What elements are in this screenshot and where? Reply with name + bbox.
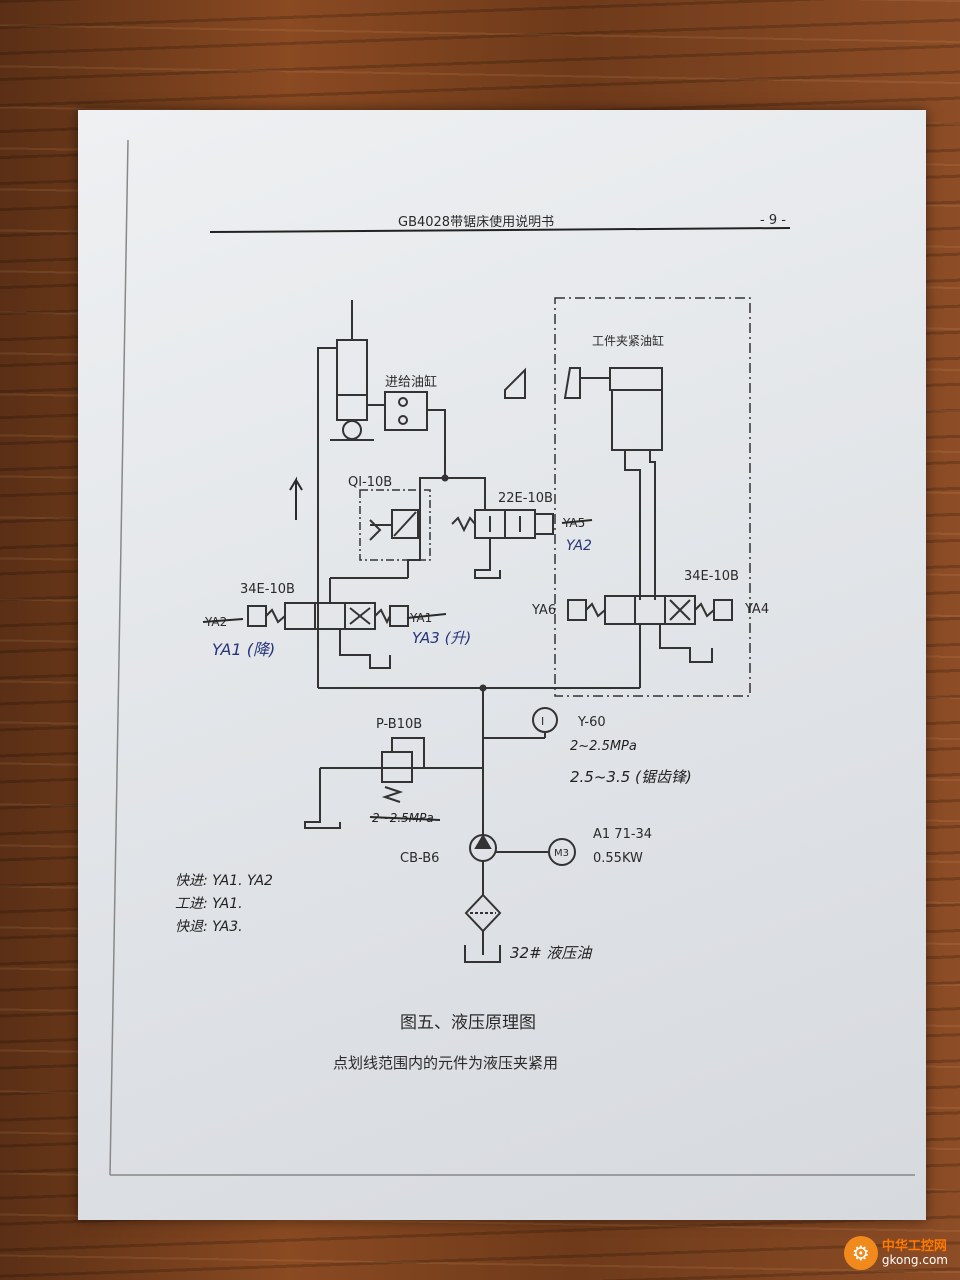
valve-34e-right-spring-l (585, 602, 606, 618)
hand-note1: 快进: YA1. YA2 (175, 873, 273, 889)
clamp-line-a (624, 450, 641, 600)
valve-22e-solenoid (534, 513, 554, 535)
feed-cylinder-body (336, 339, 368, 421)
strike-ya1 (406, 613, 447, 619)
feed-left-line (317, 347, 337, 688)
hand-pressure1: 2~2.5MPa (570, 739, 637, 754)
hand-note3: 快退: YA3. (175, 919, 243, 935)
paper-sheet (78, 110, 926, 1220)
label-ya2-strike: YA2 (204, 615, 227, 629)
check-valve-block (384, 391, 428, 431)
node-to-22e-line (445, 477, 486, 510)
qi-dashed-box (359, 489, 431, 561)
pump-arrow (474, 834, 492, 849)
label-pb10b: P-B10B (376, 717, 422, 732)
hand-ya1-down: YA1 (降) (212, 640, 275, 659)
valve-22e-spring (451, 516, 476, 533)
gear-icon: ⚙ (843, 1236, 878, 1270)
check-to-node-line (427, 409, 446, 478)
clamp-cylinder-body (611, 389, 663, 451)
check-ball-top (398, 397, 408, 407)
header-rule (209, 227, 791, 233)
check-ball-bottom (398, 415, 408, 425)
caption-title: 图五、液压原理图 (400, 1013, 536, 1033)
strike-ya2 (202, 618, 244, 623)
label-feed-cylinder: 进给油缸 (385, 374, 437, 390)
relief-tank (304, 768, 341, 829)
valve-34e-right-spring-r (694, 602, 715, 618)
relief-valve-body (381, 751, 413, 783)
hand-oil: 32# 液压油 (510, 944, 593, 962)
label-motor-power: 0.55KW (593, 851, 643, 866)
strike-ya5 (561, 519, 593, 524)
header-title: GB4028带锯床使用说明书 (398, 214, 554, 230)
motor-m3 (548, 838, 576, 866)
label-cbb6: CB-B6 (400, 851, 439, 866)
valve-34e-left-cross2 (349, 607, 371, 625)
label-qi10b: QI-10B (348, 475, 392, 490)
clamp-jaw-right (563, 367, 581, 399)
label-clamp-cylinder: 工件夹紧油缸 (592, 333, 664, 348)
caption-subtitle: 点划线范围内的元件为液压夹紧用 (333, 1054, 558, 1072)
hand-pressure2: 2.5~3.5 (锯齿锋) (570, 768, 692, 786)
clamp-region-box (554, 297, 751, 697)
valve-34e-right-sol-left (567, 599, 587, 621)
hand-ya3-up: YA3 (升) (412, 629, 471, 647)
label-ya1-strike: YA1 (409, 611, 432, 625)
motor-symbol: M3 (554, 848, 569, 859)
label-ya5-strike: YA5 (562, 516, 585, 530)
oil-tank (464, 945, 501, 963)
valve-22e-tank (474, 538, 501, 579)
label-motor-model: A1 71-34 (593, 827, 652, 842)
relief-pilot (391, 737, 425, 768)
clamp-line-b (649, 450, 656, 600)
node-to-qi-line (407, 477, 445, 578)
qi-check-symbol (369, 519, 382, 541)
rail-junction (479, 684, 487, 692)
valve-34e-left-sol-right (389, 605, 409, 627)
valve-34e-right-tank (659, 624, 713, 663)
valve-34e-left-spring-r (374, 608, 391, 625)
watermark: ⚙ 中华工控网 gkong.com (843, 1236, 948, 1270)
watermark-line1: 中华工控网 (881, 1238, 947, 1254)
label-34e10b-right: 34E-10B (684, 569, 739, 584)
hand-note2: 工进: YA1. (175, 896, 243, 912)
valve-34e-right-sol-right (713, 599, 733, 621)
qi-throttle-arrow (393, 511, 417, 537)
valve-34e-right-body (604, 595, 696, 625)
hand-relief-strike: 2~2.5MPa (372, 811, 434, 825)
strike-relief (369, 816, 441, 821)
label-22e10b: 22E-10B (498, 491, 553, 506)
watermark-line2: gkong.com (881, 1252, 948, 1267)
label-34e10b-left: 34E-10B (240, 582, 295, 597)
label-ya4: YA4 (744, 602, 769, 617)
valve-34e-left-tank (339, 629, 391, 669)
gauge-y60 (532, 707, 558, 733)
hand-ya2: YA2 (566, 538, 592, 554)
feed-cylinder-pivot (342, 420, 362, 440)
valve-34e-left-sol-left (247, 605, 267, 627)
page-border-left (109, 139, 129, 1176)
clamp-jaw-left (504, 367, 526, 399)
clamp-cylinder-head (609, 367, 663, 391)
hand-arrow-icon (289, 476, 303, 520)
gauge-symbol: I (541, 715, 544, 728)
relief-spring (381, 786, 404, 803)
valve-34e-left-spring-l (265, 608, 286, 624)
label-y60: Y-60 (577, 715, 606, 730)
label-ya6: YA6 (531, 603, 556, 618)
page-number: - 9 - (760, 213, 786, 228)
valve-34e-right-cross2 (669, 599, 691, 621)
